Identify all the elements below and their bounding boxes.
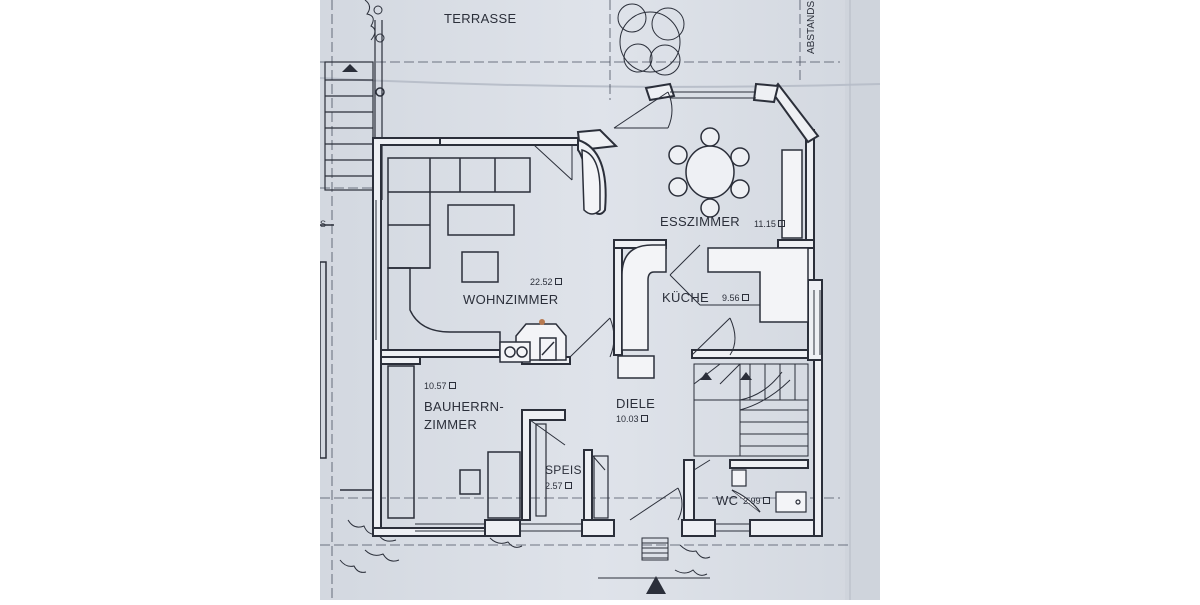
left-fragment-label: S <box>320 219 327 229</box>
terrace-door-swing <box>613 91 673 129</box>
windows <box>375 91 821 532</box>
wardrobe-icon <box>387 365 521 519</box>
coffee-table-icon <box>447 204 515 236</box>
diele-area: 10.03 <box>616 415 648 424</box>
outer-walls <box>372 82 823 537</box>
dining-table-icon <box>668 127 750 218</box>
tree-icon <box>617 3 685 76</box>
fireplace-icon <box>499 323 567 363</box>
bauherrn-label-line2: ZIMMER <box>424 417 478 432</box>
paper-fold <box>319 77 881 88</box>
bauherrn-label-line1: BAUHERRN- <box>424 399 504 414</box>
plant-bottom-left-icon <box>339 519 711 576</box>
kitchen-counter <box>617 244 809 379</box>
entrance-arrow-icon <box>646 576 666 594</box>
kueche-area: 9.56 <box>722 294 749 303</box>
esszimmer-label: ESSZIMMER <box>660 214 740 229</box>
speis-area: 2.57 <box>545 482 572 491</box>
wc-label: WC <box>716 493 739 508</box>
blueprint-paper: TERRASSE ABSTANDS S ESSZIMMER 11.15 22.5… <box>319 0 881 600</box>
terrasse-label: TERRASSE <box>444 11 517 26</box>
stain-mark <box>539 319 545 325</box>
dining-sideboard <box>581 149 803 239</box>
plant-left-top-icon <box>364 0 385 43</box>
speis-label: SPEIS <box>545 463 582 477</box>
staircase-icon <box>693 363 809 457</box>
wc-fixtures <box>731 469 807 513</box>
wohnzimmer-area: 22.52 <box>530 278 562 287</box>
stair-arrow-icon <box>342 64 358 72</box>
armchair-icon <box>461 251 499 283</box>
bauherrn-area: 10.57 <box>424 382 456 391</box>
wohnzimmer-label: WOHNZIMMER <box>463 292 559 307</box>
diele-label: DIELE <box>616 396 656 411</box>
pantry-shelf-icon <box>535 423 609 519</box>
construction-lines <box>320 0 850 600</box>
wc-area: 2.99 <box>743 497 770 506</box>
stair-up-arrow-icon <box>700 372 712 380</box>
floor-plan-drawing <box>319 0 881 600</box>
downpipe-icon <box>375 87 385 97</box>
abstand-label: ABSTANDS <box>806 0 817 54</box>
kueche-label: KÜCHE <box>662 290 710 305</box>
sofa-icon <box>387 157 531 351</box>
stair-arrow-2-icon <box>740 372 752 380</box>
doormat-icon <box>641 537 669 561</box>
paper-edge <box>845 0 880 600</box>
esszimmer-area: 11.15 <box>754 220 785 229</box>
